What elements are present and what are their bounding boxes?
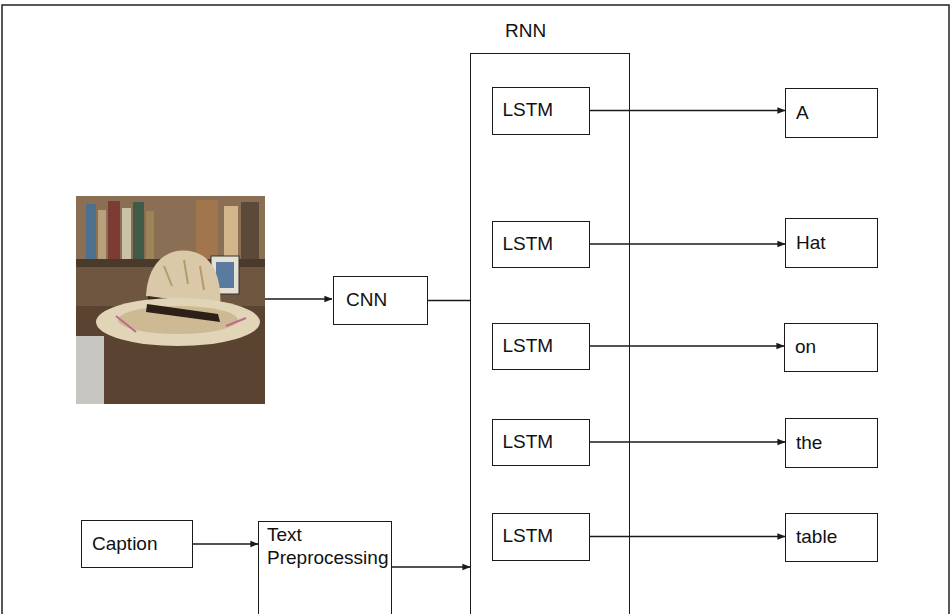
box-label: Text Preprocessing (259, 524, 394, 570)
group-heading: RNN (505, 20, 546, 42)
arrow-connector (590, 243, 786, 245)
arrow-connector (392, 566, 470, 568)
cnn-box: CNN (333, 276, 428, 325)
caption-box: Caption (81, 520, 193, 568)
frame-border (2, 5, 949, 614)
box-label: on (785, 336, 822, 359)
lstm-box: LSTM (492, 221, 590, 268)
arrow-connector (590, 536, 786, 538)
output-word-box: Hat (785, 218, 878, 268)
arrow-connector (428, 300, 470, 302)
lstm-box: LSTM (492, 323, 590, 370)
box-label: LSTM (493, 525, 560, 548)
box-label: table (786, 526, 843, 549)
lstm-box: LSTM (492, 513, 590, 561)
rnn-group: RNNLSTMLSTMLSTMLSTMLSTM (470, 53, 630, 614)
box-label: Caption (82, 533, 164, 556)
box-label: the (786, 432, 828, 455)
preprocessing-box: Text Preprocessing (258, 521, 392, 614)
output-word-box: A (785, 88, 878, 138)
arrow-connector (590, 441, 786, 443)
hat-photo (76, 196, 265, 404)
box-label: LSTM (493, 431, 560, 454)
arrow-connector (193, 543, 258, 545)
arrow-connector (590, 345, 785, 347)
arrow-connector (590, 110, 786, 112)
output-word-box: the (785, 418, 878, 468)
box-label: Hat (786, 232, 832, 255)
output-word-box: on (784, 323, 878, 372)
lstm-box: LSTM (492, 87, 590, 135)
box-label: CNN (334, 289, 393, 312)
box-label: LSTM (493, 233, 560, 256)
output-word-box: table (785, 513, 878, 562)
lstm-box: LSTM (492, 419, 590, 466)
box-label: LSTM (493, 99, 560, 122)
box-label: LSTM (493, 335, 560, 358)
box-label: A (786, 102, 815, 125)
image-arrow (265, 298, 332, 300)
